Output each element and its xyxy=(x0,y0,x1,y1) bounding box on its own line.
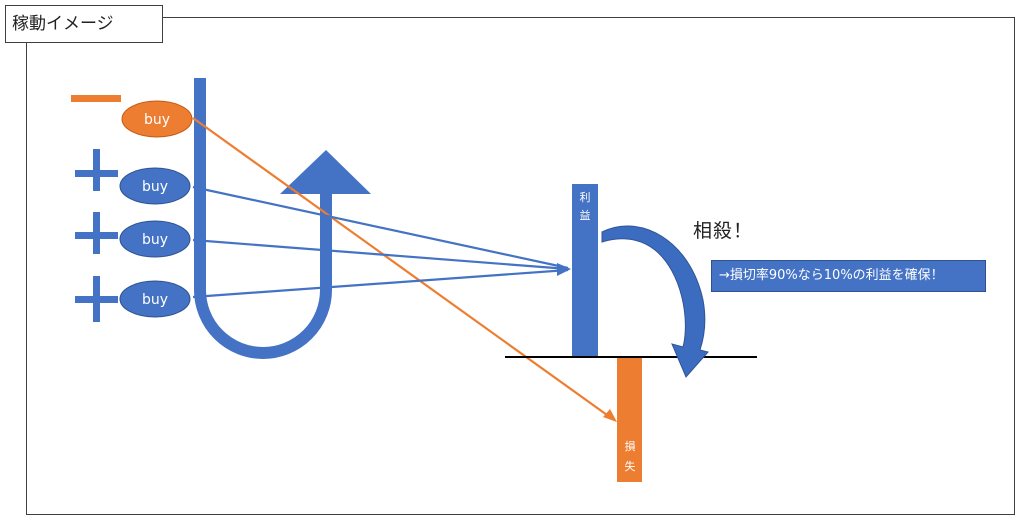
connector-line-2 xyxy=(192,185,569,270)
loss-label-char-2: 失 xyxy=(625,460,636,473)
profit-label-char-2: 益 xyxy=(580,208,591,222)
buy-label-3: buy xyxy=(142,232,168,248)
profit-bar xyxy=(572,184,598,357)
offset-label: 相殺！ xyxy=(693,220,754,242)
connector-line-3 xyxy=(192,238,569,271)
buy-ellipse-2 xyxy=(119,167,191,205)
u-turn-arrow-icon xyxy=(194,78,332,359)
loss-label-char-1: 損 xyxy=(625,439,636,453)
plus-sign-1 xyxy=(75,149,118,191)
plus-sign-3 xyxy=(75,276,118,322)
curved-arrow-icon xyxy=(601,225,709,378)
connector-arrowhead-profit xyxy=(557,263,571,276)
u-turn-arrowhead xyxy=(280,150,371,194)
buy-label-1: buy xyxy=(144,112,170,128)
profit-label-char-1: 利 xyxy=(580,191,591,204)
diagram-frame xyxy=(26,17,1015,515)
buy-ellipse-3 xyxy=(119,220,191,258)
minus-sign xyxy=(71,95,121,102)
buy-ellipse-4 xyxy=(119,280,191,318)
plus-sign-2 xyxy=(75,212,118,254)
connector-line-4 xyxy=(192,268,569,299)
note-box: →損切率90%なら10%の利益を確保！ xyxy=(711,260,986,292)
connector-arrowhead-loss xyxy=(603,409,617,422)
connector-line-1 xyxy=(192,117,615,421)
page-title: 稼動イメージ xyxy=(5,5,163,43)
buy-label-2: buy xyxy=(142,179,168,195)
buy-ellipse-1 xyxy=(121,100,193,138)
loss-bar xyxy=(617,357,642,482)
buy-label-4: buy xyxy=(142,292,168,308)
